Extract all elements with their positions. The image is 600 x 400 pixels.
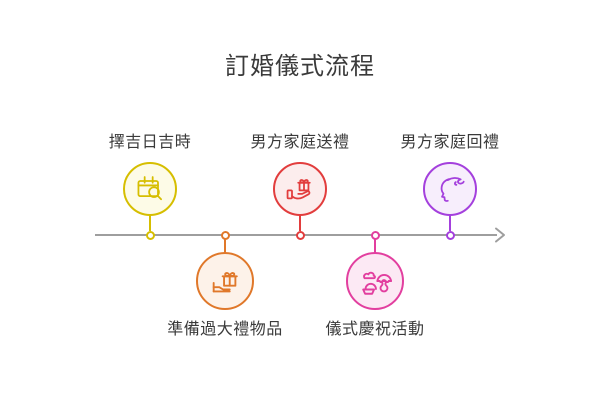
node-dot	[220, 230, 230, 240]
node-circle	[423, 162, 477, 216]
face-profile-icon	[440, 177, 465, 202]
node-label: 擇吉日吉時	[108, 134, 192, 151]
node-label: 儀式慶祝活動	[325, 321, 425, 338]
node-dot	[370, 230, 380, 240]
celebration-feast-icon	[362, 271, 392, 295]
node-connector	[449, 214, 451, 231]
node-circle	[123, 162, 177, 216]
node-label: 男方家庭回禮	[400, 134, 500, 151]
node-circle	[196, 252, 254, 310]
node-circle	[346, 252, 404, 310]
node-connector	[299, 214, 301, 231]
node-connector	[374, 239, 376, 253]
calendar-search-icon	[137, 176, 162, 201]
node-dot	[145, 230, 155, 240]
node-circle	[273, 162, 327, 216]
node-connector	[224, 239, 226, 253]
node-connector	[149, 214, 151, 231]
gift-on-hand-icon	[212, 272, 238, 293]
timeline-arrowhead-icon	[495, 227, 505, 243]
page-title: 訂婚儀式流程	[225, 53, 375, 80]
hand-giving-gift-icon	[286, 179, 311, 200]
node-label: 男方家庭送禮	[250, 134, 350, 151]
node-label: 準備過大禮物品	[167, 321, 283, 338]
node-dot	[445, 230, 455, 240]
node-dot	[295, 230, 305, 240]
